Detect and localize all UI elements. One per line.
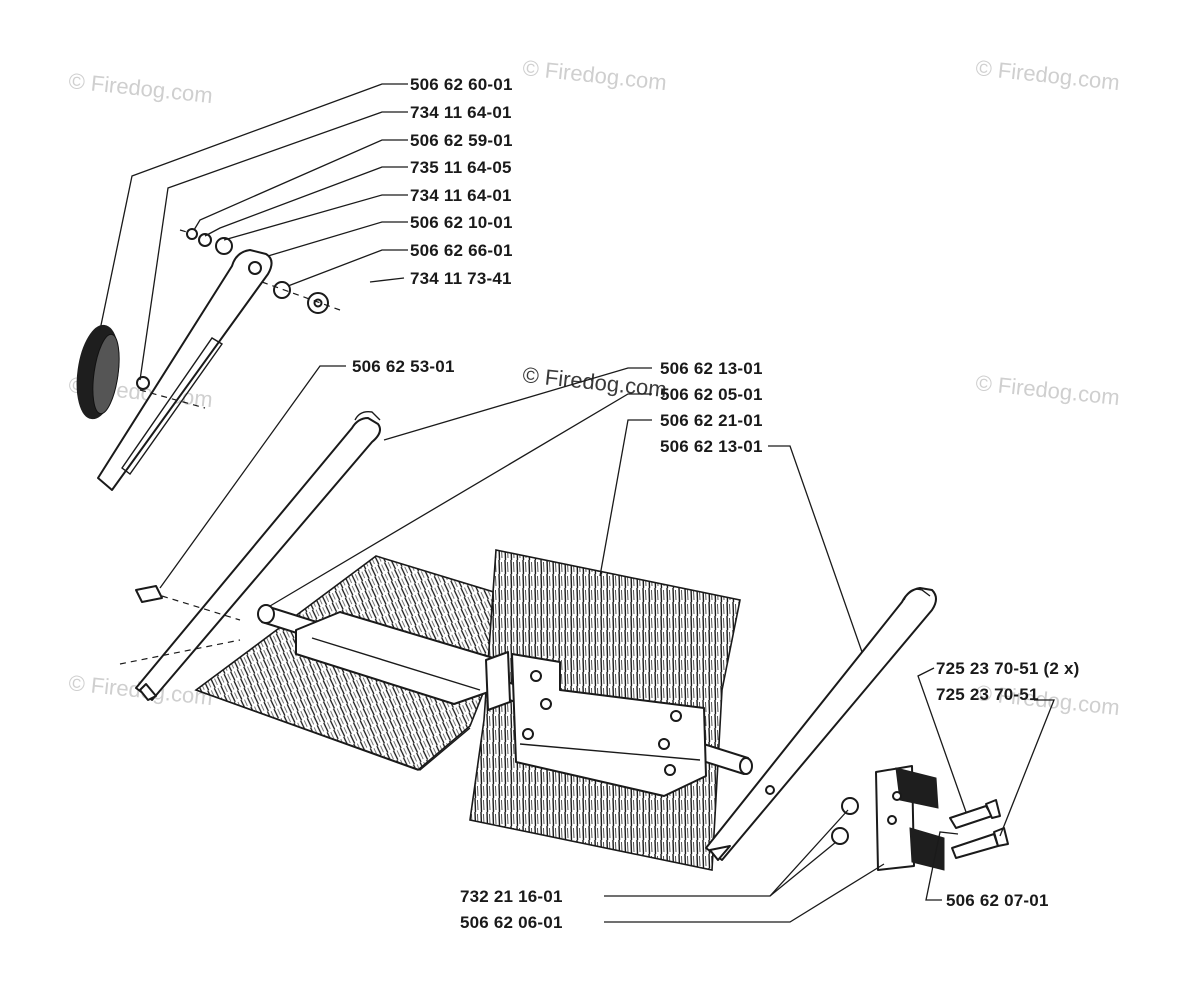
- axis-line: [261, 281, 341, 311]
- bolt-head: [664, 764, 676, 776]
- watermark: © Firedog.com: [974, 370, 1120, 410]
- watermark: © Firedog.com: [67, 68, 213, 108]
- part-number-label: 735 11 64-05: [410, 158, 512, 177]
- shaft-end: [739, 757, 753, 775]
- plate-edge: [519, 743, 701, 761]
- washer: [198, 233, 212, 247]
- plate-edge: [311, 637, 481, 691]
- bar-end: [139, 683, 157, 701]
- bolt: [135, 585, 163, 603]
- part-number-label: 506 62 10-01: [410, 213, 513, 232]
- bolt: [949, 805, 993, 829]
- bolt-head: [540, 698, 552, 710]
- leader-line: [269, 393, 652, 607]
- axis-line: [119, 639, 241, 665]
- bolt-head: [670, 710, 682, 722]
- bar-hole: [765, 785, 775, 795]
- wheel-bracket: [97, 249, 273, 491]
- nut: [273, 281, 291, 299]
- bolt-head: [985, 799, 1001, 819]
- part-labels: 506 62 60-01 734 11 64-01 506 62 59-01 7…: [352, 75, 1079, 932]
- nut: [831, 827, 849, 845]
- leader-line: [604, 863, 885, 923]
- part-number-label: 506 62 13-01: [660, 359, 763, 378]
- clamp: [485, 651, 511, 711]
- mount-assembly: [831, 765, 1009, 871]
- part-number-label: 506 62 53-01: [352, 357, 455, 376]
- right-side-bar: [705, 587, 937, 861]
- leader-line: [383, 367, 652, 441]
- leader-line: [99, 83, 408, 331]
- leader-line: [917, 667, 967, 813]
- left-side-bar: [119, 410, 381, 701]
- part-number-label: 506 62 13-01: [660, 437, 763, 456]
- part-number-label: 734 11 73-41: [410, 269, 512, 288]
- part-number-label: 734 11 64-01: [410, 186, 512, 205]
- leader-line: [769, 841, 837, 897]
- leader-line: [369, 277, 405, 283]
- bolt-head: [530, 670, 542, 682]
- side-bar: [135, 417, 381, 701]
- watermark: © Firedog.com: [521, 55, 667, 95]
- center-bracket: [511, 653, 707, 797]
- bolt-head: [522, 728, 534, 740]
- bracket-hole: [248, 261, 262, 275]
- bar-end: [709, 845, 731, 861]
- part-number-label: 732 21 16-01: [460, 887, 563, 906]
- leader-line: [223, 194, 408, 241]
- part-number-label: 734 11 64-01: [410, 103, 512, 122]
- axis-line: [161, 595, 241, 621]
- part-number-label: 506 62 21-01: [660, 411, 763, 430]
- part-number-label: 506 62 07-01: [946, 891, 1049, 910]
- leader-lines-middle: [159, 365, 1055, 923]
- nut: [186, 228, 198, 240]
- wheel-assembly: [76, 228, 341, 491]
- part-number-label: 725 23 70-51: [936, 685, 1039, 704]
- part-number-label: 506 62 60-01: [410, 75, 513, 94]
- leader-line: [159, 365, 346, 589]
- pad-lower: [909, 827, 945, 871]
- plate-hole: [887, 815, 897, 825]
- nut: [841, 797, 859, 815]
- spacer: [215, 237, 233, 255]
- brush-shaft: [257, 604, 753, 797]
- bolt-head: [658, 738, 670, 750]
- hook: [354, 410, 381, 421]
- part-number-label: 506 62 05-01: [660, 385, 763, 404]
- brush-edge: [195, 689, 471, 771]
- hook: [903, 588, 931, 601]
- washer-hole: [313, 298, 323, 308]
- bracket-slot: [121, 337, 224, 475]
- part-number-label: 506 62 59-01: [410, 131, 513, 150]
- leader-line: [287, 249, 408, 287]
- leader-line: [925, 831, 959, 901]
- leader-lines-top: [99, 83, 408, 381]
- axle-line: [139, 389, 206, 409]
- wheel-hub: [92, 333, 120, 415]
- part-number-label: 725 23 70-51 (2 x): [936, 659, 1079, 678]
- axis-line: [179, 229, 191, 234]
- plate-hole: [892, 791, 902, 801]
- shaft-end: [257, 604, 275, 624]
- bolt-head: [993, 827, 1009, 847]
- leader-line: [599, 419, 652, 577]
- part-number-label: 506 62 06-01: [460, 913, 563, 932]
- leader-line: [267, 221, 408, 257]
- leader-line: [768, 445, 863, 653]
- washer: [136, 376, 150, 390]
- pad-upper: [895, 767, 939, 809]
- leader-line: [999, 699, 1055, 837]
- leader-line: [139, 111, 408, 381]
- watermark: © Firedog.com: [974, 55, 1120, 95]
- bolt: [951, 833, 999, 859]
- leader-line: [204, 166, 408, 237]
- part-number-label: 506 62 66-01: [410, 241, 513, 260]
- leader-line: [193, 139, 408, 231]
